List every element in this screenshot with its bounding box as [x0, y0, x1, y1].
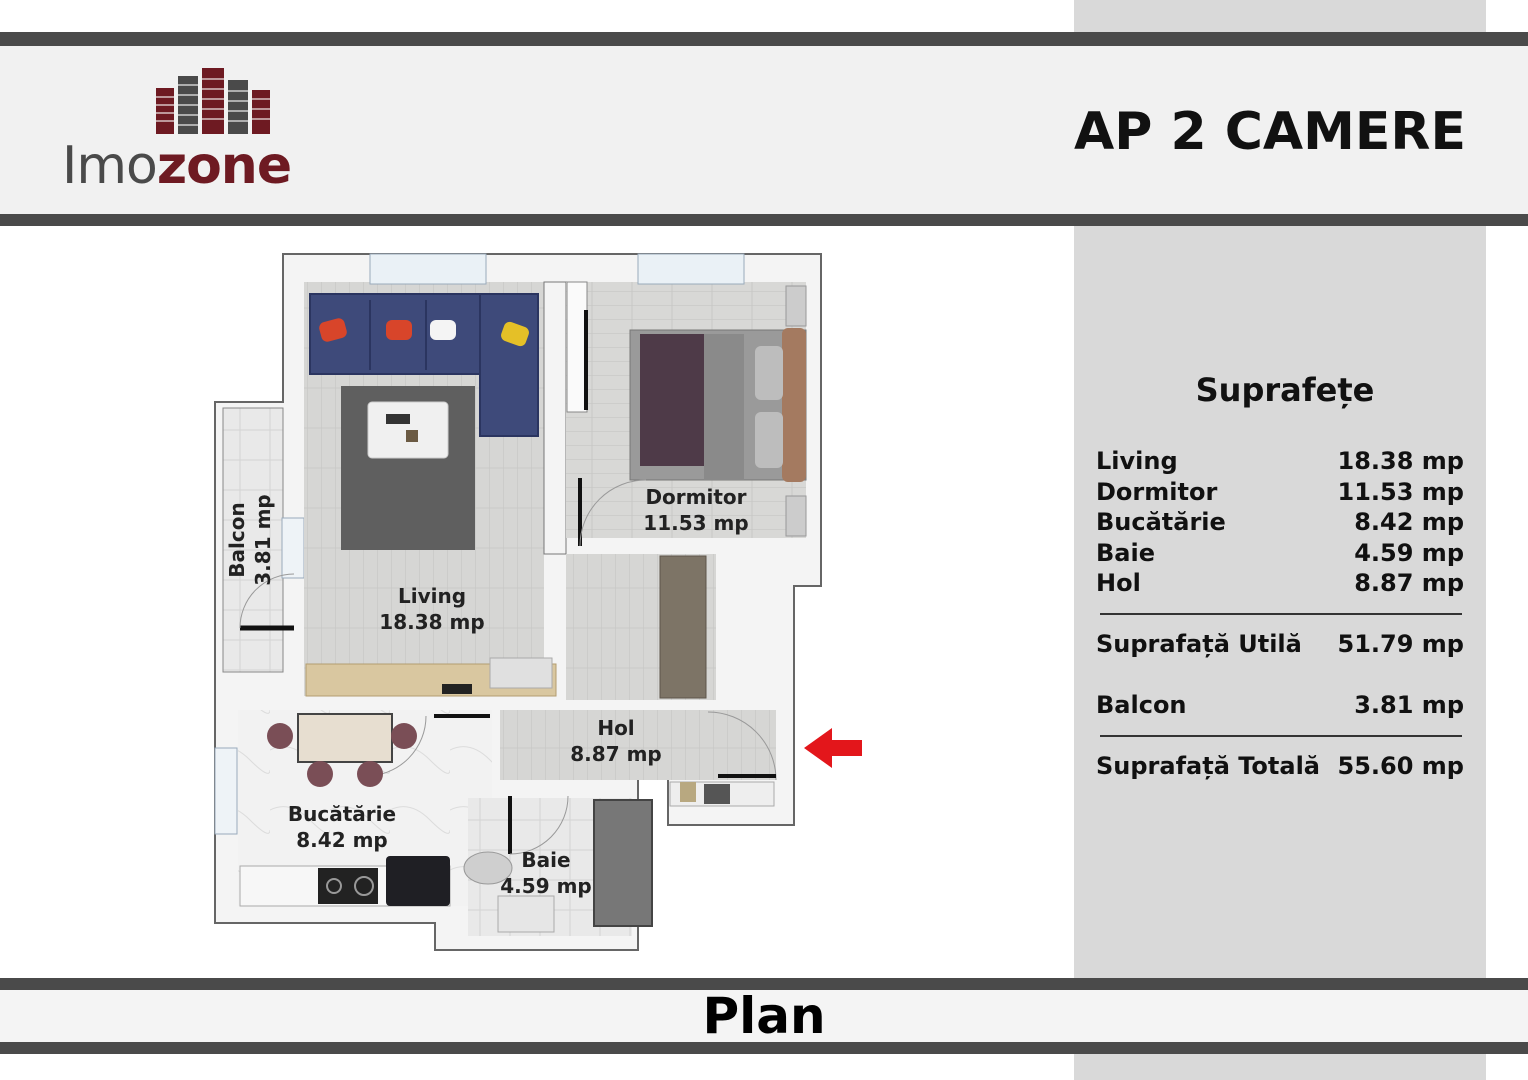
balcony-room: Balcon 3.81 mp [222, 407, 305, 673]
area-row-balcony: Balcon 3.81 mp [1096, 690, 1464, 721]
area-value: 8.42 mp [1354, 508, 1464, 536]
area-name: Bucătărie [1096, 508, 1226, 536]
areas-title: Suprafețe [1195, 371, 1375, 409]
area-value: 55.60 mp [1337, 751, 1464, 780]
room-label-balcon: Balcon [225, 502, 249, 577]
room-label-dormitor: Dormitor [645, 485, 746, 509]
footer-title: Plan [702, 987, 826, 1045]
divider [1100, 612, 1462, 615]
area-value: 3.81 mp [1354, 691, 1464, 719]
area-row-usable: Suprafață Utilă 51.79 mp [1096, 629, 1464, 660]
divider [1100, 734, 1462, 737]
area-row-living: Living 18.38 mp [1096, 446, 1464, 477]
brand-name-light: Imo [62, 136, 158, 196]
room-area-dormitor: 11.53 mp [643, 511, 748, 535]
room-area-balcon: 3.81 mp [251, 494, 275, 585]
floor-plan: Balcon 3.81 mp Living 18.38 mp [214, 253, 862, 951]
area-value: 8.87 mp [1354, 569, 1464, 597]
room-label-bucatarie: Bucătărie [288, 802, 396, 826]
buildings-icon [156, 68, 270, 134]
area-value: 4.59 mp [1354, 538, 1464, 567]
area-value: 18.38 mp [1337, 447, 1464, 475]
kitchen-room: Bucătărie 8.42 mp [214, 710, 492, 907]
area-row-dormitor: Dormitor 11.53 mp [1096, 477, 1464, 508]
brand-wordmark: Imozone [62, 136, 292, 196]
bathroom-room: Baie 4.59 mp [463, 795, 653, 936]
areas-table: Suprafețe Living 18.38 mp Dormitor 11.53 m… [1096, 370, 1464, 781]
living-room: Living 18.38 mp [304, 253, 557, 697]
room-area-baie: 4.59 mp [500, 874, 591, 898]
area-name: Baie [1096, 538, 1155, 567]
area-value: 11.53 mp [1337, 477, 1464, 506]
room-label-baie: Baie [521, 848, 570, 872]
area-row-baie: Baie 4.59 mp [1096, 538, 1464, 569]
footer-band [0, 978, 1528, 1054]
arrow-left-icon [804, 728, 862, 768]
area-name: Suprafață Totală [1096, 751, 1321, 780]
room-label-hol: Hol [597, 716, 634, 740]
area-name: Dormitor [1096, 477, 1218, 506]
hallway-room: Hol 8.87 mp [500, 554, 777, 807]
brand-name-bold: zone [156, 136, 292, 196]
document-title: AP 2 CAMERE [1074, 102, 1466, 162]
area-name: Suprafață Utilă [1096, 629, 1302, 658]
area-name: Living [1096, 447, 1178, 475]
room-area-living: 18.38 mp [379, 610, 484, 634]
area-row-total: Suprafață Totală 55.60 mp [1096, 751, 1464, 782]
room-area-hol: 8.87 mp [570, 742, 661, 766]
area-row-bucatarie: Bucătărie 8.42 mp [1096, 507, 1464, 538]
area-name: Balcon [1096, 691, 1187, 719]
room-label-living: Living [398, 584, 466, 608]
room-area-bucatarie: 8.42 mp [296, 828, 387, 852]
area-row-hol: Hol 8.87 mp [1096, 568, 1464, 599]
bedroom-room: Dormitor 11.53 mp [566, 253, 807, 547]
area-value: 51.79 mp [1337, 629, 1464, 658]
brand-logo: Imozone [62, 66, 332, 196]
area-name: Hol [1096, 569, 1141, 597]
